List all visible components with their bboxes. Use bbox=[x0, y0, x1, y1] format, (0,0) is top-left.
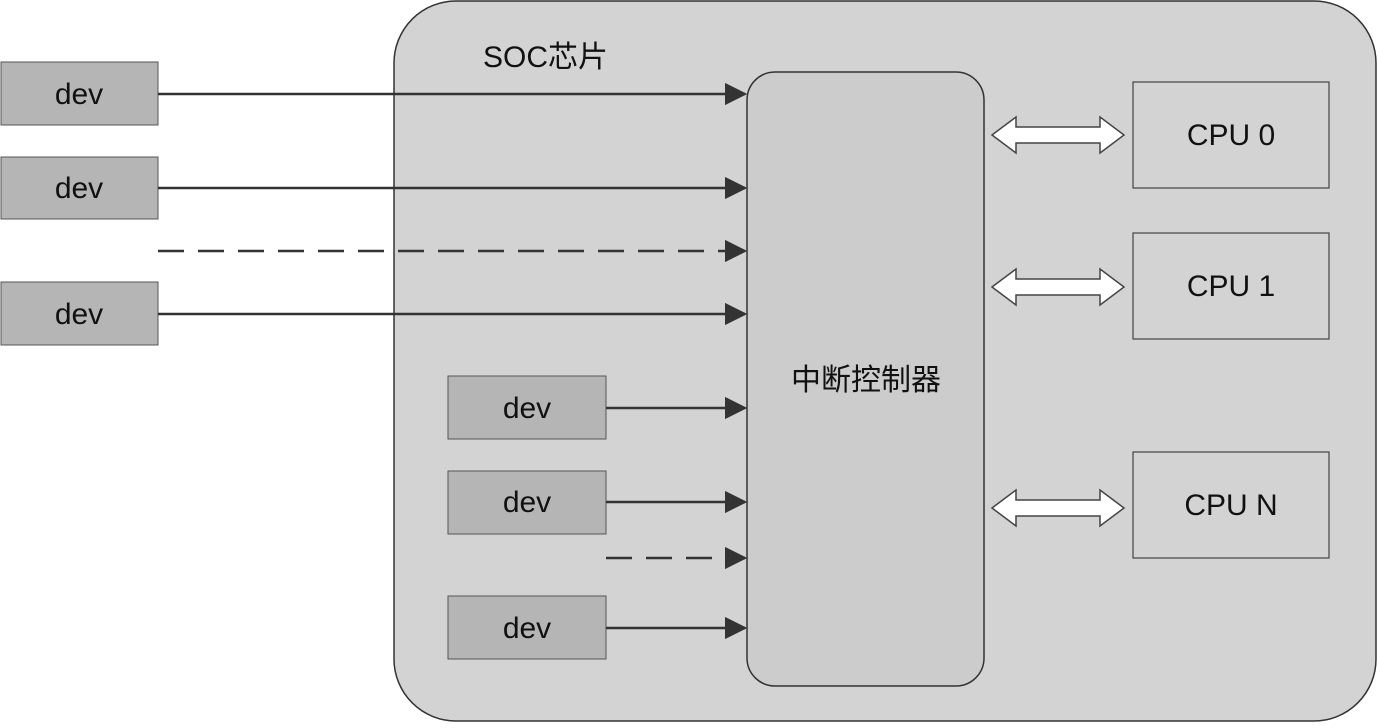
internal-dev-1-label: dev bbox=[503, 392, 551, 425]
soc-chip-title: SOC芯片 bbox=[483, 41, 608, 74]
double-arrow-cpu-1 bbox=[990, 267, 1126, 307]
double-arrow-cpu-n bbox=[990, 488, 1126, 528]
cpu-0-box: CPU 0 bbox=[1132, 81, 1330, 189]
cpu-n-box: CPU N bbox=[1132, 451, 1330, 559]
external-dev-2-label: dev bbox=[55, 172, 103, 205]
external-dev-1-label: dev bbox=[55, 78, 103, 111]
interrupt-controller-box bbox=[746, 71, 985, 687]
internal-dev-2-label: dev bbox=[503, 486, 551, 519]
internal-dev-3-label: dev bbox=[503, 612, 551, 645]
double-arrow-cpu-0 bbox=[990, 115, 1126, 155]
external-dev-3: dev bbox=[0, 281, 159, 346]
external-dev-3-label: dev bbox=[55, 298, 103, 331]
interrupt-controller-label: 中断控制器 bbox=[791, 363, 941, 398]
cpu-n-label: CPU N bbox=[1184, 489, 1277, 522]
cpu-0-label: CPU 0 bbox=[1187, 119, 1275, 152]
internal-dev-3: dev bbox=[447, 595, 607, 660]
external-dev-2: dev bbox=[0, 156, 159, 220]
internal-dev-2: dev bbox=[447, 470, 607, 535]
cpu-1-box: CPU 1 bbox=[1132, 232, 1330, 340]
internal-dev-1: dev bbox=[447, 375, 607, 440]
external-dev-1: dev bbox=[0, 61, 159, 126]
cpu-1-label: CPU 1 bbox=[1187, 270, 1275, 303]
